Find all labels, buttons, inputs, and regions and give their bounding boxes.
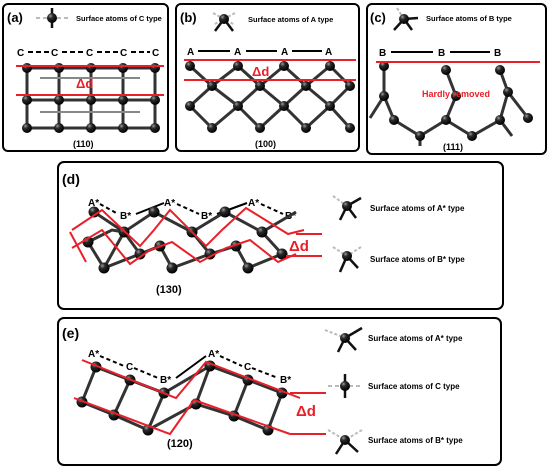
panel-d-tag: (d) — [62, 171, 80, 187]
site-label-c: C — [17, 48, 24, 59]
panel-d-legend-b-star: Surface atoms of B* type — [370, 255, 465, 264]
panel-d-site-labels: A* B* A* B* A* B* — [88, 198, 296, 222]
site-label-b: B — [379, 48, 386, 59]
panel-b-delta-d: Δd — [252, 64, 269, 79]
panel-b-atoms — [185, 61, 355, 133]
site-label-a-star: A* — [88, 198, 99, 209]
panel-e-tag: (e) — [62, 325, 79, 341]
panel-c-facet: (111) — [443, 142, 463, 152]
panel-a-tag: (a) — [7, 10, 23, 25]
panel-d-cut-lines — [69, 206, 322, 266]
panel-e-site-labels: A* C B* A* C B* — [88, 349, 291, 386]
panel-b-site-labels: A A A A — [187, 47, 332, 58]
panel-b-frame — [175, 3, 360, 152]
panel-d-delta-d: Δd — [289, 238, 309, 255]
site-label-b-star: B* — [160, 375, 171, 386]
site-label-c: C — [120, 48, 127, 59]
site-label-a-star: A* — [248, 198, 259, 209]
site-label-b: B — [438, 48, 445, 59]
panel-a-delta-d: Δd — [76, 76, 93, 91]
panel-c-legend: Surface atoms of B type — [426, 14, 512, 23]
panel-b-tag: (b) — [180, 10, 197, 25]
b-star-type-atom-icon — [327, 429, 363, 455]
site-label-a: A — [234, 47, 241, 58]
panel-a-facet: (110) — [73, 139, 94, 149]
site-label-b-star: B* — [280, 375, 291, 386]
panel-b-legend: Surface atoms of A type — [248, 15, 333, 24]
c-type-atom-icon — [328, 374, 362, 398]
b-type-atom-icon — [393, 7, 419, 31]
site-label-b-star: B* — [120, 211, 131, 222]
panel-c: (c) Surface atoms of B type B B B — [366, 3, 547, 155]
c-type-atom-icon — [36, 8, 68, 28]
site-label-b: B — [494, 48, 501, 59]
site-label-b-star: B* — [201, 211, 212, 222]
site-label-c: C — [51, 48, 58, 59]
panel-e-legend-b-star: Surface atoms of B* type — [368, 436, 463, 445]
panel-c-tag: (c) — [370, 10, 386, 25]
panel-c-site-labels: B B B — [379, 48, 501, 59]
site-label-c: C — [244, 362, 251, 373]
site-label-c: C — [126, 362, 133, 373]
site-label-a-star: A* — [164, 198, 175, 209]
panel-e-legend-a-star: Surface atoms of A* type — [368, 334, 463, 343]
panel-d: (d) A* B* A* B* A* B* — [57, 161, 504, 310]
panel-b-lattice — [188, 63, 352, 131]
panel-e-frame — [57, 317, 502, 466]
panel-d-legend-a-star: Surface atoms of A* type — [370, 204, 465, 213]
panel-c-note: Hardly removed — [422, 89, 490, 99]
panel-e-delta-d: Δd — [296, 403, 316, 420]
a-star-type-atom-icon — [332, 195, 362, 221]
panel-b: (b) Surface atoms of A type A A A A — [175, 3, 360, 152]
panel-d-facet: (130) — [156, 284, 182, 296]
site-label-c: C — [152, 48, 159, 59]
panel-e-cut-lines — [73, 359, 326, 436]
panel-c-lattice — [368, 66, 530, 146]
site-label-c: C — [86, 48, 93, 59]
panel-c-frame — [366, 3, 547, 155]
a-type-atom-icon — [212, 12, 236, 32]
panel-b-facet: (100) — [255, 139, 276, 149]
panel-c-atoms — [379, 61, 533, 141]
panel-e: (e) A* C B* A* C B* — [57, 317, 502, 466]
panel-e-facet: (120) — [167, 438, 193, 450]
site-label-a-star: A* — [208, 349, 219, 360]
panel-a-site-labels: C C C C C — [17, 48, 159, 59]
panel-d-frame — [57, 161, 504, 310]
site-label-a: A — [325, 47, 332, 58]
a-star-type-atom-icon — [324, 326, 363, 353]
panel-e-legend-c: Surface atoms of C type — [368, 382, 460, 391]
panel-a-frame — [2, 3, 169, 152]
site-label-a: A — [281, 47, 288, 58]
panel-a-legend: Surface atoms of C type — [76, 14, 162, 23]
site-label-a: A — [187, 47, 194, 58]
panel-a: (a) Surface atoms of C type C C C C C — [2, 3, 169, 152]
b-star-type-atom-icon — [332, 246, 362, 273]
site-label-a-star: A* — [88, 349, 99, 360]
